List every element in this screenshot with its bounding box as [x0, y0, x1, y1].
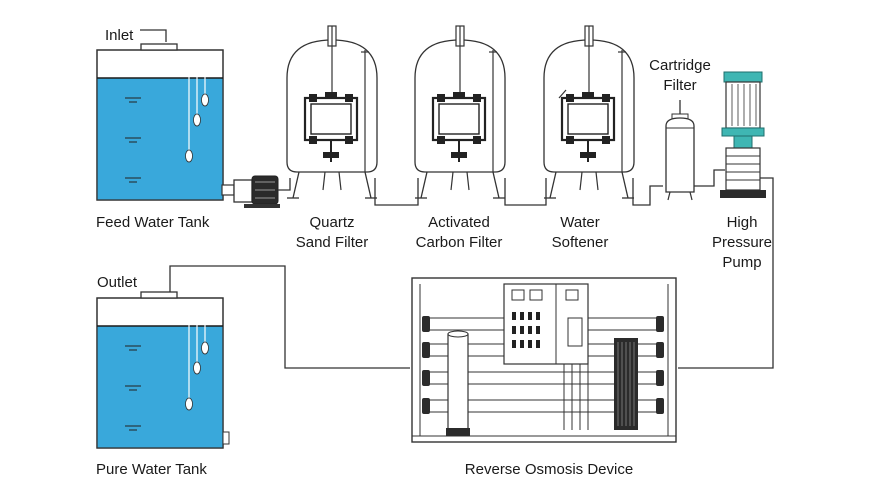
outlet-pipe	[140, 291, 178, 299]
reverse-osmosis-device-label: Reverse Osmosis Device	[464, 461, 634, 478]
cartridge-filter	[665, 100, 695, 201]
activated-carbon-filter	[413, 24, 507, 200]
high-pressure-pump-label: High Pressure Pump	[711, 214, 773, 271]
reverse-osmosis-device	[411, 277, 677, 443]
feed-pump	[221, 175, 280, 208]
pure-water-tank	[96, 297, 230, 449]
inlet-pipe	[140, 29, 178, 51]
high-pressure-pump	[720, 71, 766, 198]
water-softener-label: Water Softener	[551, 214, 609, 251]
feed-water-tank	[96, 49, 224, 201]
inlet-label: Inlet	[105, 27, 134, 44]
outlet-label: Outlet	[97, 274, 138, 291]
activated-carbon-filter-label: Activated Carbon Filter	[415, 214, 503, 251]
feed-water-tank-label: Feed Water Tank	[96, 214, 210, 231]
main-pipeline	[169, 169, 774, 369]
quartz-sand-filter-label: Quartz Sand Filter	[295, 214, 369, 251]
pure-water-tank-label: Pure Water Tank	[96, 461, 207, 478]
cartridge-filter-label: Cartridge Filter	[649, 57, 711, 94]
quartz-sand-filter	[285, 24, 379, 200]
water-softener	[542, 24, 636, 200]
